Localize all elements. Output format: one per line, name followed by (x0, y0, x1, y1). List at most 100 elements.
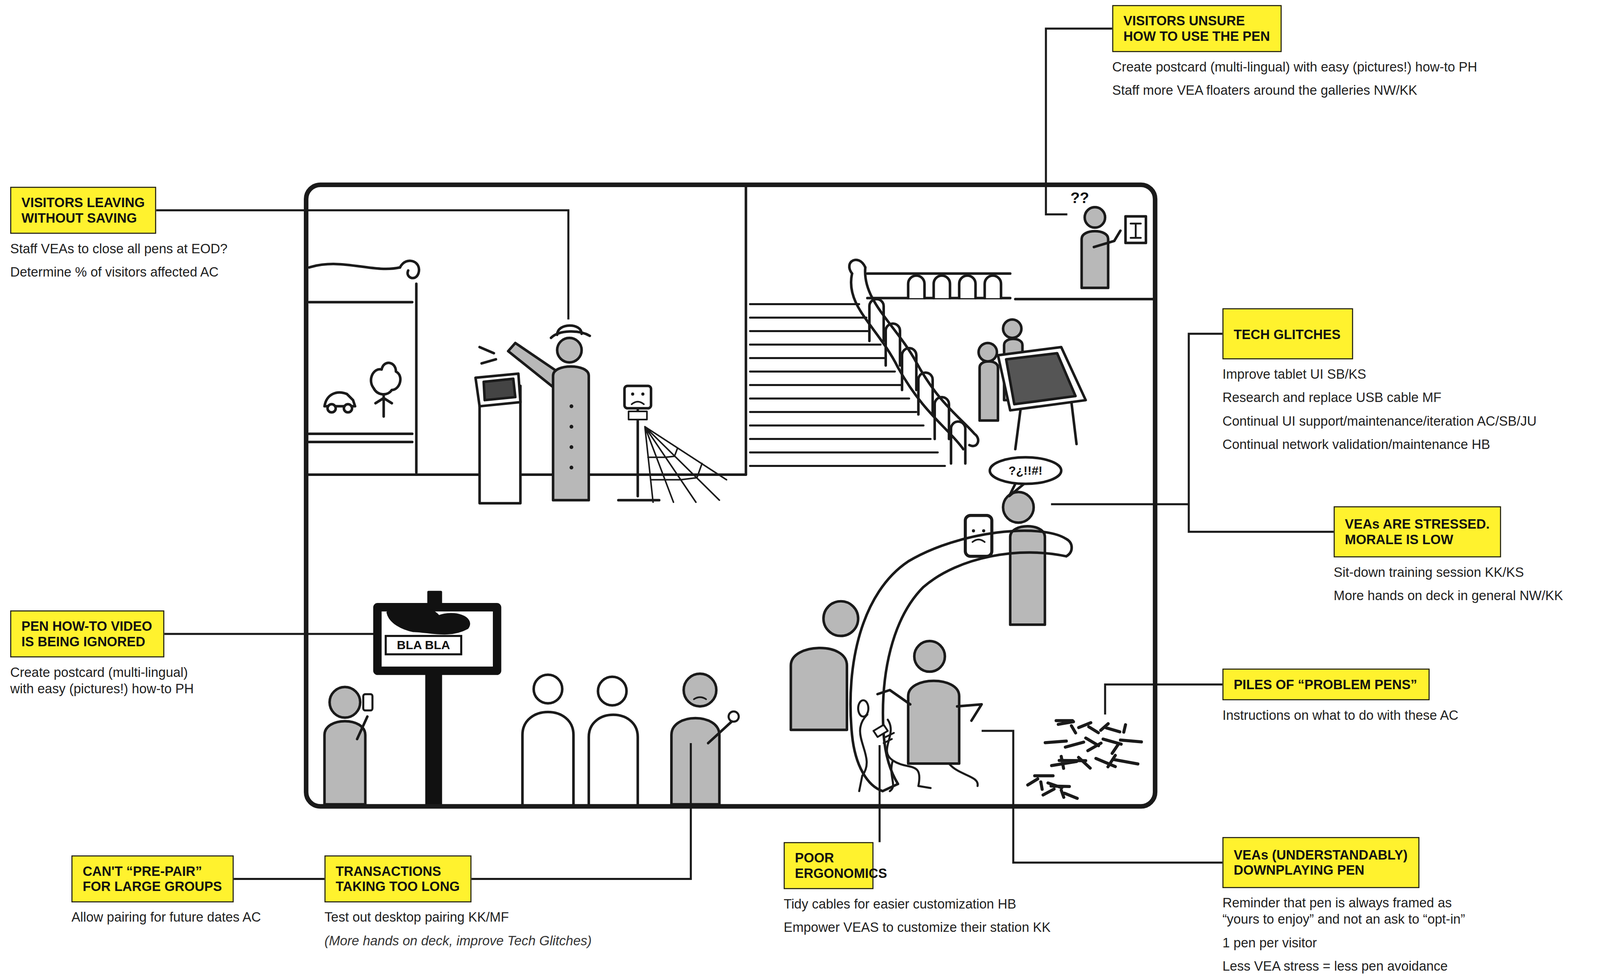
banister (864, 267, 979, 446)
toy-car-wheel (343, 403, 353, 413)
leader-line (164, 632, 374, 635)
coat-button (569, 465, 573, 469)
action-note: Research and replace USB cable MF (1222, 389, 1537, 407)
callout-box: PILES OF “PROBLEM PENS” (1222, 668, 1430, 700)
callout-heading: CAN'T “PRE-PAIR” FOR LARGE GROUPS (82, 863, 223, 894)
callout-heading: VEAs (UNDERSTANDABLY) DOWNPLAYING PEN (1233, 846, 1409, 878)
stand-pole (618, 410, 660, 500)
visitor-body (791, 647, 847, 730)
stair-steps (750, 304, 945, 466)
balcony-arch (908, 275, 925, 299)
action-note: Tidy cables for easier customization HB (783, 895, 1051, 913)
coat-button (569, 404, 573, 408)
vea-head (914, 640, 945, 672)
callout-node: VISITORS LEAVING WITHOUT SAVINGStaff VEA… (10, 186, 228, 281)
screen-caption: BLA BLA (384, 634, 463, 656)
action-note: Less VEA stress = less pen avoidance (1222, 958, 1473, 975)
connector-line (233, 877, 325, 880)
action-note: More hands on deck in general NW/KK (1333, 587, 1564, 604)
coat-button (569, 424, 573, 428)
callout-node: PEN HOW-TO VIDEO IS BEING IGNORED Create … (10, 610, 201, 697)
callout-box: POOR ERGONOMICS (783, 841, 874, 889)
callout-node: VISITORS UNSURE HOW TO USE THE PEN Create… (1112, 4, 1478, 99)
callout-box: VISITORS LEAVING WITHOUT SAVING (10, 186, 156, 234)
sad-face-eye (631, 392, 634, 395)
visitor-arm (708, 720, 733, 743)
visitor-body (552, 366, 589, 500)
action-note: Empower VEAS to customize their station … (783, 919, 1051, 936)
display-case (309, 263, 417, 473)
banister-scroll (849, 259, 866, 274)
sad-face-eye (641, 392, 645, 395)
callout-box: PEN HOW-TO VIDEO IS BEING IGNORED (10, 610, 165, 658)
visitor-arm (357, 716, 368, 739)
action-note: Determine % of visitors affected AC (10, 264, 228, 281)
sad-face-eye (972, 529, 975, 532)
leader-line (878, 744, 881, 842)
stand-display (628, 411, 647, 420)
leader-line (1105, 684, 1223, 715)
visitor-body (979, 361, 999, 421)
callout-heading: PILES OF “PROBLEM PENS” (1233, 676, 1419, 692)
visitor-body (1081, 231, 1109, 288)
queue-body (588, 714, 638, 805)
queue-head (533, 674, 563, 704)
callout-heading: PEN HOW-TO VIDEO IS BEING IGNORED (21, 618, 153, 649)
visitor-head (1084, 207, 1106, 228)
callout-box: TRANSACTIONS TAKING TOO LONG (324, 855, 472, 903)
sketch-annotation: ?? (1070, 189, 1090, 207)
callout-node: CAN'T “PRE-PAIR” FOR LARGE GROUPS Allow p… (71, 855, 261, 926)
cobweb (644, 426, 727, 502)
service-desk (850, 530, 1072, 791)
kiosk-screen (475, 373, 521, 407)
action-note: Instructions on what to do with these AC (1222, 707, 1459, 724)
info-screen-glass (1006, 353, 1076, 405)
callout-box: VISITORS UNSURE HOW TO USE THE PEN (1112, 4, 1282, 52)
callout-box: VEAs (UNDERSTANDABLY) DOWNPLAYING PEN (1222, 836, 1420, 888)
callout-heading: VISITORS LEAVING WITHOUT SAVING (21, 194, 145, 226)
gallery-sign-glyph (1130, 223, 1141, 238)
room-divider (1015, 297, 1153, 301)
info-screen-legs (1015, 401, 1077, 449)
action-note: Continual UI support/maintenance/iterati… (1222, 413, 1537, 430)
cable-adapter (873, 724, 894, 743)
tree-canopy (370, 362, 401, 395)
coat-button (569, 445, 573, 449)
callout-node: VEAs ARE STRESSED. MORALE IS LOWSit-down… (1333, 505, 1564, 604)
action-note: Create postcard (multi-lingual) with eas… (10, 664, 201, 698)
phone (363, 693, 373, 711)
kiosk-screen-glass (483, 378, 515, 400)
vea-body (908, 680, 960, 764)
leader-line (1045, 28, 1112, 215)
callout-box: VEAs ARE STRESSED. MORALE IS LOW (1333, 505, 1502, 558)
action-note: (More hands on deck, improve Tech Glitch… (324, 932, 592, 950)
sketch-annotation: ?¿!!#! (989, 462, 1062, 479)
room-divider (308, 186, 747, 475)
visitor-head (978, 343, 997, 362)
stand-screen (624, 385, 651, 409)
callout-node: TRANSACTIONS TAKING TOO LONGTest out des… (324, 855, 592, 950)
visitor-hat (550, 325, 590, 338)
callout-heading: POOR ERGONOMICS (795, 849, 863, 881)
connector-line (1188, 333, 1334, 532)
sad-face (631, 401, 645, 404)
action-note: Staff more VEA floaters around the galle… (1112, 82, 1478, 99)
action-note: Allow pairing for future dates AC (71, 909, 261, 926)
banister (851, 273, 964, 450)
leader-line (471, 742, 691, 879)
cable-plug (857, 699, 869, 717)
vea-body (1010, 525, 1046, 625)
balcony-arch (959, 275, 976, 299)
frown (693, 697, 707, 700)
callout-node: TECH GLITCHESImprove tablet UI SB/KSRese… (1222, 308, 1537, 454)
cables (859, 714, 978, 791)
illustration-frame (306, 184, 1156, 807)
display-ornament (400, 260, 420, 278)
visitor-head (329, 686, 361, 718)
action-note: Create postcard (multi-lingual) with eas… (1112, 59, 1478, 76)
toy-car-wheel (327, 403, 336, 413)
